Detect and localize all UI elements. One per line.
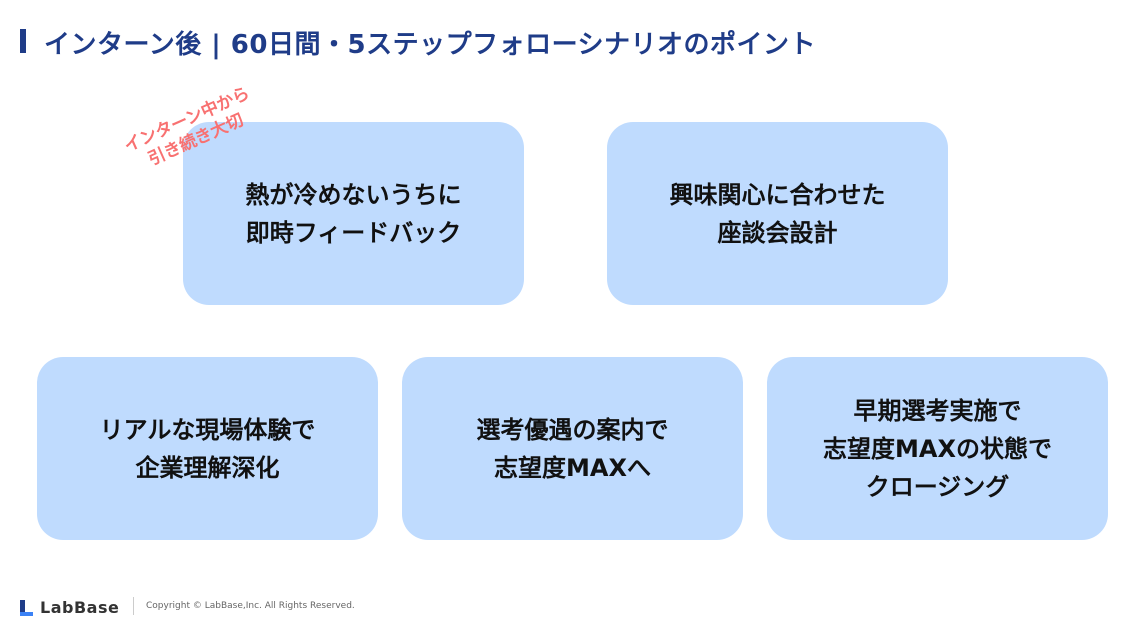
page-title: インターン後 | 60日間・5ステップフォローシナリオのポイント — [44, 30, 817, 60]
card-text: 興味関心に合わせた 座談会設計 — [669, 180, 886, 247]
step-card-closing: 早期選考実施で 志望度MAXの状態で クロージング — [767, 357, 1108, 540]
step-card-experience: リアルな現場体験で 企業理解深化 — [37, 357, 378, 540]
step-card-roundtable: 興味関心に合わせた 座談会設計 — [607, 122, 948, 305]
labbase-logo: LabBase — [20, 598, 119, 617]
step-card-preferential: 選考優遇の案内で 志望度MAXへ — [402, 357, 743, 540]
card-text: 選考優遇の案内で 志望度MAXへ — [476, 415, 669, 482]
logo-text: LabBase — [40, 598, 120, 617]
card-text: 早期選考実施で 志望度MAXの状態で クロージング — [823, 396, 1052, 501]
title-accent-bar — [20, 29, 26, 53]
step-card-feedback: 熱が冷めないうちに 即時フィードバック — [183, 122, 524, 305]
logo-icon — [20, 599, 34, 616]
footer-divider — [133, 597, 134, 615]
copyright: Copyright © LabBase,Inc. All Rights Rese… — [146, 601, 355, 611]
card-text: 熱が冷めないうちに 即時フィードバック — [245, 180, 462, 247]
card-text: リアルな現場体験で 企業理解深化 — [99, 415, 316, 482]
